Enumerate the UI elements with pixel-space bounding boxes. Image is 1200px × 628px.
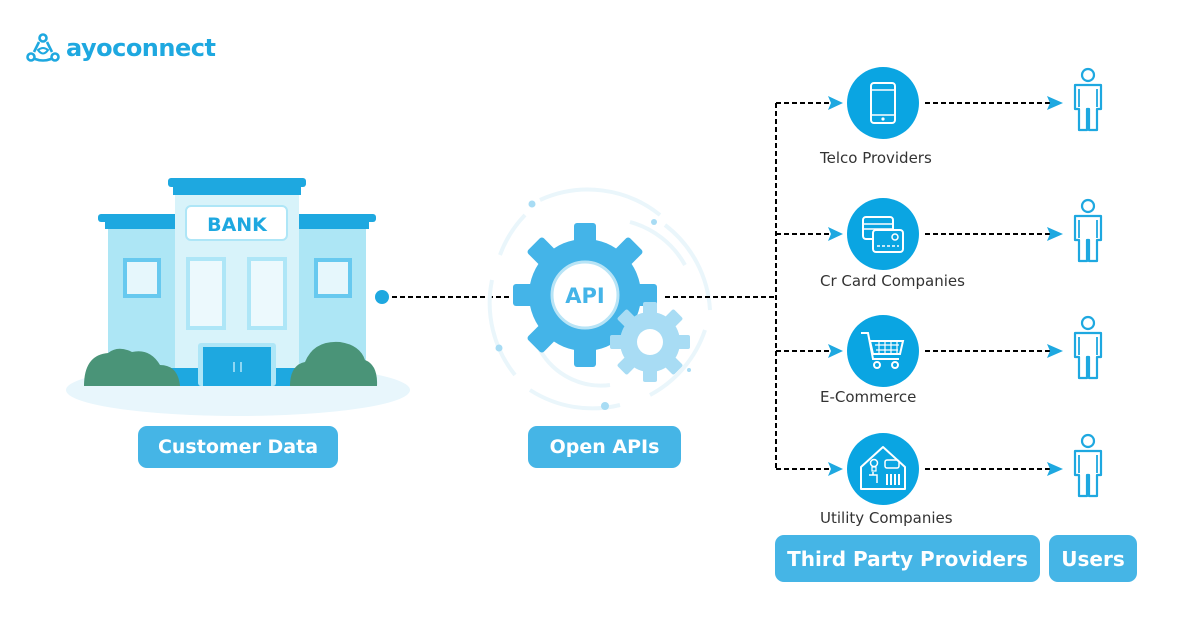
provider-label-telco: Telco Providers bbox=[820, 149, 932, 167]
customer-data-label: Customer Data bbox=[138, 426, 338, 468]
arrow-right-icon bbox=[828, 462, 843, 476]
user-icon bbox=[1073, 67, 1103, 132]
provider-label-utility: Utility Companies bbox=[820, 509, 953, 527]
user-icon bbox=[1073, 198, 1103, 263]
shopping-cart-icon bbox=[861, 332, 905, 369]
arrow-right-icon bbox=[828, 227, 843, 241]
bank-connector-dot bbox=[375, 290, 389, 304]
provider-circle bbox=[847, 67, 919, 139]
arrow-right-icon bbox=[1047, 227, 1063, 241]
api-gears-icon bbox=[487, 187, 712, 411]
provider-row-utility bbox=[776, 433, 1103, 505]
credit-card-icon bbox=[862, 216, 904, 253]
arrow-right-icon bbox=[1047, 344, 1063, 358]
brand-name: ayoconnect bbox=[66, 34, 216, 62]
provider-row-telco bbox=[776, 67, 1103, 139]
ayoconnect-logo-icon bbox=[26, 33, 60, 62]
provider-label-ecommerce: E-Commerce bbox=[820, 388, 917, 406]
arrow-right-icon bbox=[1047, 462, 1063, 476]
arrow-right-icon bbox=[828, 344, 843, 358]
arrow-right-icon bbox=[1047, 96, 1063, 110]
third-party-providers-label: Third Party Providers bbox=[775, 535, 1040, 582]
provider-label-credit-card: Cr Card Companies bbox=[820, 272, 965, 290]
provider-row-credit-card bbox=[776, 198, 1103, 270]
user-icon bbox=[1073, 433, 1103, 498]
user-icon bbox=[1073, 315, 1103, 380]
bank-building-icon bbox=[66, 178, 410, 416]
utility-house-icon bbox=[860, 446, 906, 490]
tablet-icon bbox=[870, 82, 896, 124]
users-label: Users bbox=[1049, 535, 1137, 582]
arrow-right-icon bbox=[828, 96, 843, 110]
brand-logo: ayoconnect bbox=[26, 32, 216, 64]
provider-circle bbox=[847, 433, 919, 505]
open-apis-label: Open APIs bbox=[528, 426, 681, 468]
provider-circle bbox=[847, 315, 919, 387]
provider-row-ecommerce bbox=[776, 315, 1103, 387]
